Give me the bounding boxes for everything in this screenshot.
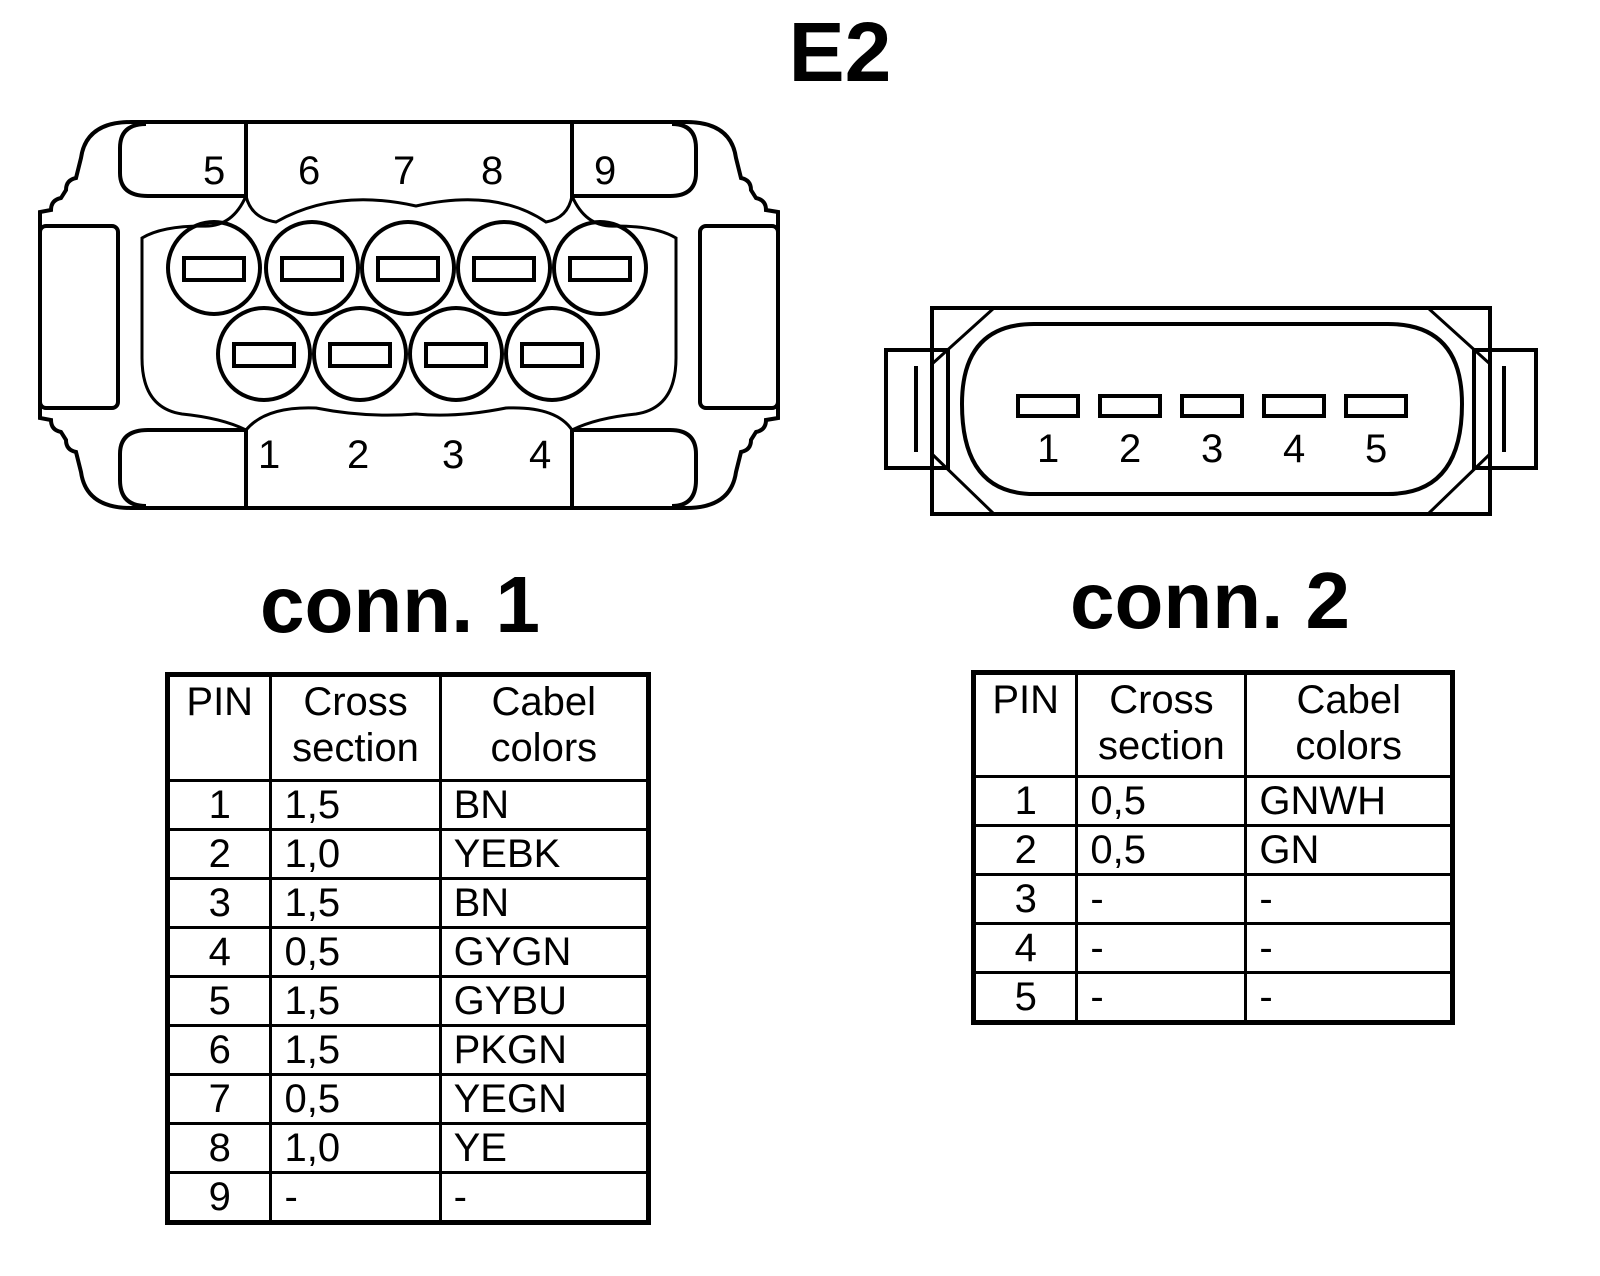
connector-2-pin-label: 5 — [1365, 427, 1387, 471]
cross-section-cell: - — [269, 1171, 442, 1224]
pin-cell: 4 — [971, 922, 1079, 974]
cable-color-cell: GYBU — [438, 975, 651, 1027]
header-pin: PIN — [971, 671, 1079, 778]
connector-1-pin-label: 6 — [298, 149, 320, 193]
connector-2-drawing: 1 2 3 4 5 — [884, 306, 1538, 516]
connector-1-pin-label: 5 — [203, 149, 225, 193]
pin-cell: 3 — [971, 873, 1079, 925]
header-pin: PIN — [165, 673, 273, 782]
connector-1-pin-label: 9 — [594, 149, 616, 193]
cross-section-cell: - — [1075, 922, 1248, 974]
connector-2-pin-label: 4 — [1283, 427, 1305, 471]
pin-cell: 2 — [971, 824, 1079, 876]
connector-2-pins — [1016, 394, 1408, 418]
header-cabel-colors: Cabel colors — [1244, 671, 1454, 778]
connector-1-pin-label: 3 — [442, 433, 464, 477]
pin-cell: 5 — [971, 971, 1079, 1024]
table-header-row: PIN Cross section Cabel colors — [165, 673, 651, 782]
cross-section-cell: 1,5 — [269, 1024, 442, 1076]
connector-1-upper-pins — [166, 220, 648, 316]
table-header-row: PIN Cross section Cabel colors — [971, 671, 1454, 778]
cross-section-cell: 1,0 — [269, 828, 442, 880]
cable-color-cell: GNWH — [1244, 775, 1454, 827]
cross-section-cell: 1,5 — [269, 779, 442, 831]
connector-1-pin-label: 7 — [393, 149, 415, 193]
pin-cell: 3 — [165, 877, 273, 929]
connector-1-pin-label: 8 — [481, 149, 503, 193]
cable-color-cell: - — [438, 1171, 651, 1224]
connector-1-pin-label: 1 — [258, 433, 280, 477]
connector-1-drawing: 5 6 7 8 9 1 2 3 4 — [38, 120, 780, 510]
cable-color-cell: - — [1244, 873, 1454, 925]
pin-cell: 8 — [165, 1122, 273, 1174]
pin-cell: 2 — [165, 828, 273, 880]
pin-cell: 1 — [165, 779, 273, 831]
cross-section-cell: 1,0 — [269, 1122, 442, 1174]
cable-color-cell: GN — [1244, 824, 1454, 876]
cross-section-cell: - — [1075, 971, 1248, 1024]
cable-color-cell: PKGN — [438, 1024, 651, 1076]
pin-cell: 7 — [165, 1073, 273, 1125]
pin-cell: 5 — [165, 975, 273, 1027]
cable-color-cell: BN — [438, 877, 651, 929]
connector-1-pin-label: 4 — [529, 433, 551, 477]
connector-2-pin-label: 2 — [1119, 427, 1141, 471]
cable-color-cell: YEBK — [438, 828, 651, 880]
cable-color-cell: - — [1244, 922, 1454, 974]
connector-1-pin-label: 2 — [347, 433, 369, 477]
cross-section-cell: 0,5 — [269, 1073, 442, 1125]
cross-section-cell: 1,5 — [269, 877, 442, 929]
connector-1-lower-pins — [216, 306, 600, 402]
table-row: 3-- — [971, 873, 1454, 925]
cross-section-cell: 0,5 — [1075, 775, 1248, 827]
connector-1-title: conn. 1 — [259, 560, 541, 649]
cable-color-cell: - — [1244, 971, 1454, 1024]
header-cabel-colors: Cabel colors — [438, 673, 651, 782]
table-row: 4-- — [971, 922, 1454, 974]
connector-2-pin-label: 3 — [1201, 427, 1223, 471]
cross-section-cell: 1,5 — [269, 975, 442, 1027]
connector-2-title: conn. 2 — [1069, 556, 1351, 645]
pin-cell: 1 — [971, 775, 1079, 827]
cross-section-cell: 0,5 — [269, 926, 442, 978]
cable-color-cell: YEGN — [438, 1073, 651, 1125]
pin-cell: 4 — [165, 926, 273, 978]
table-row: 5-- — [971, 971, 1454, 1024]
diagram-title: E2 — [788, 5, 892, 99]
header-cross-section: Cross section — [269, 673, 442, 782]
pin-cell: 6 — [165, 1024, 273, 1076]
cross-section-cell: - — [1075, 873, 1248, 925]
cross-section-cell: 0,5 — [1075, 824, 1248, 876]
connector-2-pin-label: 1 — [1037, 427, 1059, 471]
cable-color-cell: YE — [438, 1122, 651, 1174]
table-row: 9-- — [165, 1171, 651, 1224]
pin-cell: 9 — [165, 1171, 273, 1224]
cable-color-cell: BN — [438, 779, 651, 831]
header-cross-section: Cross section — [1075, 671, 1248, 778]
cable-color-cell: GYGN — [438, 926, 651, 978]
